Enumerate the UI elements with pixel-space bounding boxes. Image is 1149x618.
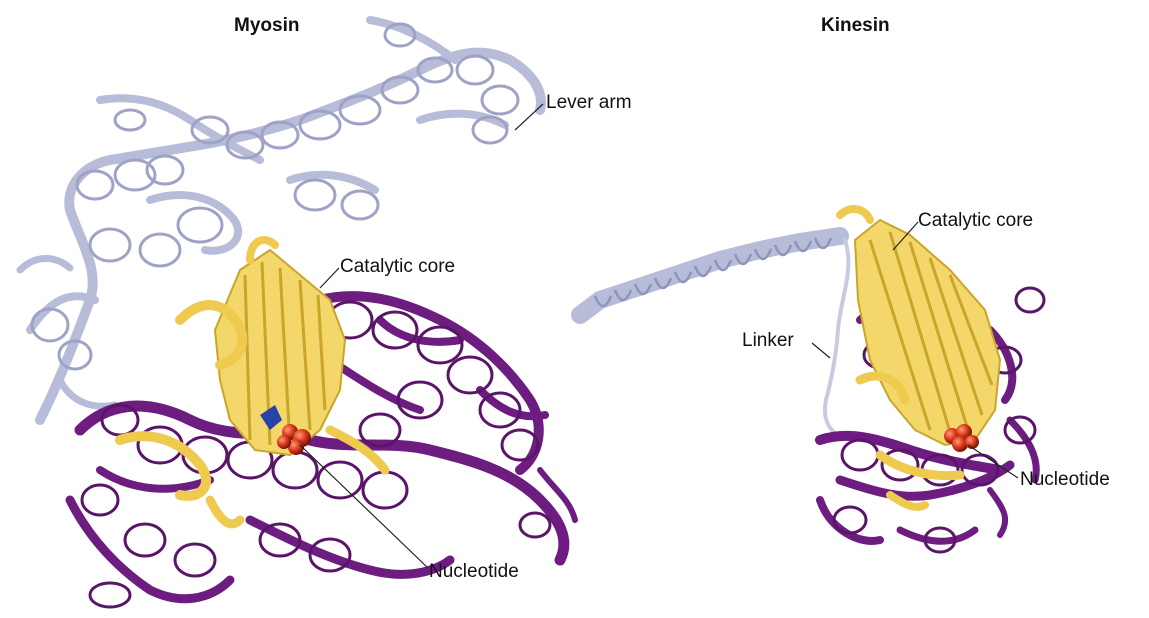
myosin-panel-title: Myosin (234, 15, 300, 36)
kinesin-structure (571, 205, 1046, 554)
kinesin-catalytic-core-domain (836, 205, 1002, 511)
kinesin-catalytic-core-label: Catalytic core (918, 210, 1034, 231)
myosin-lever-arm-domain (16, 16, 546, 425)
kinesin-leader-lines (811, 221, 1019, 479)
kinesin-linker-label: Linker (742, 330, 794, 351)
catalytic-core-leader-line (319, 267, 340, 289)
kinesin-linker (823, 238, 851, 437)
nucleotide-leader-line (299, 444, 429, 569)
linker-leader-line (811, 342, 831, 359)
nucleotide-leader-line (967, 444, 1019, 479)
myosin-nucleotide (260, 405, 311, 455)
kinesin-neck-helix (571, 227, 851, 437)
kinesin-nucleotide-label: Nucleotide (1020, 469, 1110, 490)
lever-arm-leader-line (514, 103, 544, 131)
kinesin-panel-title: Kinesin (821, 15, 890, 36)
myosin-structure (16, 16, 578, 609)
myosin-lever-arm-label: Lever arm (546, 92, 632, 113)
myosin-lever-arm-helix-coils (30, 22, 520, 371)
myosin-catalytic-core-label: Catalytic core (340, 256, 456, 277)
myosin-nucleotide-label: Nucleotide (429, 561, 519, 582)
myosin-catalytic-core-domain (115, 236, 390, 529)
myosin-leader-lines (299, 103, 544, 569)
kinesin-nucleotide (944, 424, 979, 452)
catalytic-core-leader-line (892, 221, 919, 251)
